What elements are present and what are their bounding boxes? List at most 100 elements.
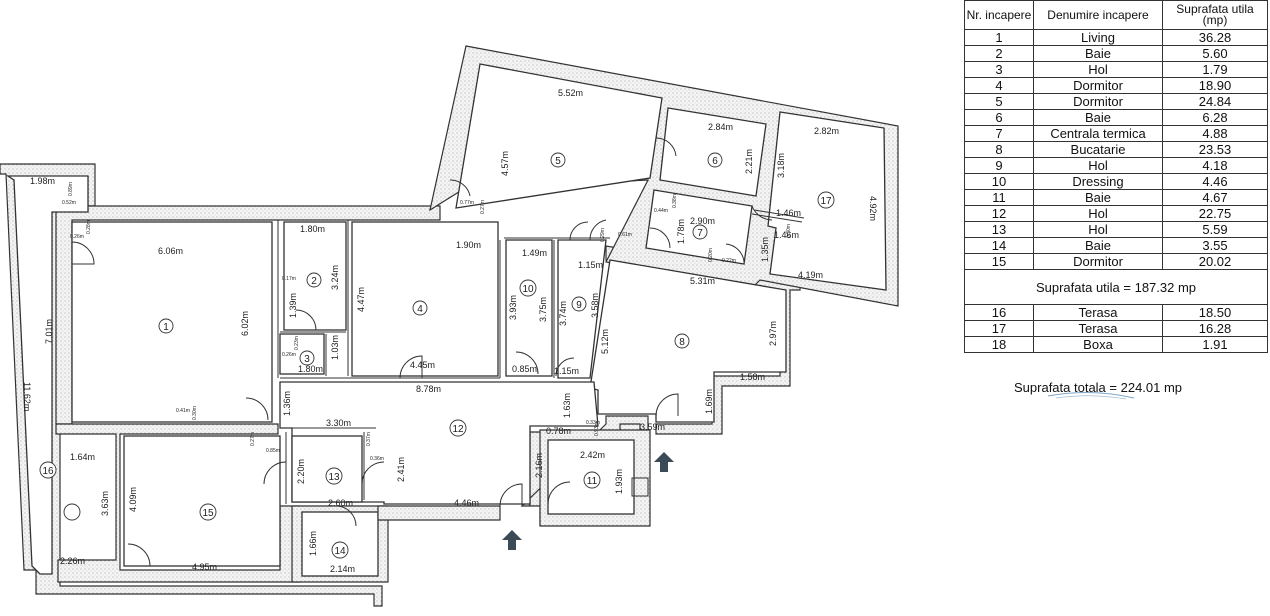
dim-label: 4.45m [410,360,435,370]
dim-label: 1.80m [300,224,325,234]
svg-text:16: 16 [42,466,54,477]
table-cell-nr: 14 [964,237,1034,254]
svg-text:4: 4 [417,304,423,315]
room-label: 10 [519,279,537,297]
table-cell-area: 4.67 [1162,189,1268,206]
dim-label: 1.15m [554,366,579,376]
dim-label: 2.14m [330,564,355,574]
room-label: 7 [692,224,708,240]
dim-label: 3.63m [100,491,110,516]
dim-label: 2.82m [814,126,839,136]
dim-label: 4.57m [500,151,510,176]
small-dim-label: 0.89m [68,182,74,196]
dim-label: 1.80m [298,364,323,374]
svg-text:9: 9 [576,300,582,311]
small-dim-label: 0.26m [282,352,296,358]
entrance-arrow-icon [654,452,674,472]
small-dim-label: 0.61m [618,232,632,238]
small-dim-label: 0.36m [370,456,384,462]
table-cell-nr: 10 [964,173,1034,190]
room-label: 15 [199,503,217,521]
small-dim-label: 0.17m [282,276,296,282]
table-cell-name: Boxa [1033,336,1163,353]
doors [71,137,773,567]
dim-label: 3.24m [330,265,340,290]
table-cell-name: Dormitor [1033,253,1163,270]
table-cell-area: 4.46 [1162,173,1268,190]
table-cell-name: Bucatarie [1033,141,1163,158]
room-label: 6 [707,152,723,168]
small-dim-label: 0.85m [266,448,280,454]
table-cell-area: 6.28 [1162,109,1268,126]
svg-text:12: 12 [452,424,464,435]
table-cell-name: Hol [1033,61,1163,78]
small-dim-label: 0.44m [654,208,668,214]
dim-label: 1.36m [282,391,292,416]
table-cell-nr: 12 [964,205,1034,222]
room-label: 9 [571,296,587,312]
table-cell-area: 4.88 [1162,125,1268,142]
dim-label: 1.90m [456,240,481,250]
room-label: 11 [583,471,601,489]
table-cell-name: Baie [1033,189,1163,206]
dim-label: 1.35m [760,237,770,262]
small-dim-label: 0.20m [708,248,714,262]
dim-label: 1.49m [522,248,547,258]
room-area-table: Nr. incapere Denumire incapere Suprafata… [964,0,1268,353]
room-label: 17 [817,191,835,209]
small-dim-label: 0.26m [70,234,84,240]
table-cell-area: 4.18 [1162,157,1268,174]
dim-label: 11.62m [22,382,32,411]
svg-text:7: 7 [697,228,703,239]
svg-text:11: 11 [587,476,598,487]
table-cell-nr: 18 [964,336,1034,353]
dim-label: 2.97m [768,321,778,346]
dim-label: 6.06m [158,246,183,256]
dimension-labels: 1.98m 6.06m 1.80m 1.90m 5.52m 2.84m 2.82… [22,88,878,574]
small-dim-label: 0.22m [722,258,736,264]
dim-label: 3.75m [538,297,548,322]
column-header-nr: Nr. incapere [964,0,1034,30]
room-labels: 1 2 3 4 5 6 7 8 9 10 11 12 13 14 15 16 1… [39,152,835,559]
dim-label: 4.46m [454,498,479,508]
small-dim-label: 0.30m [192,406,198,420]
table-cell-name: Baie [1033,45,1163,62]
dim-label: 1.63m [562,393,572,418]
small-dim-label: 0.27m [250,432,256,446]
table-cell-area: 23.53 [1162,141,1268,158]
table-cell-area: 1.91 [1162,336,1268,353]
table-cell-area: 5.60 [1162,45,1268,62]
useful-total: Suprafata utila = 187.32 mp [964,269,1268,305]
svg-text:10: 10 [522,284,534,295]
table-cell-nr: 8 [964,141,1034,158]
table-cell-name: Hol [1033,205,1163,222]
table-cell-name: Hol [1033,157,1163,174]
dim-label: 8.78m [416,384,441,394]
table-cell-area: 36.28 [1162,29,1268,46]
table-cell-nr: 13 [964,221,1034,238]
table-cell-area: 18.50 [1162,304,1268,321]
table-cell-nr: 4 [964,77,1034,94]
dim-label: 1.46m [776,208,801,218]
table-cell-nr: 11 [964,189,1034,206]
small-dim-label: 0.38m [672,194,678,208]
small-dim-label: 0.52m [62,200,76,206]
dim-label: 4.92m [868,196,878,221]
dim-label: 0.78m [546,426,571,436]
partitions [277,220,610,504]
dim-label: 5.52m [558,88,583,98]
table-cell-area: 20.02 [1162,253,1268,270]
small-dim-label: 0.23m [294,336,300,350]
small-dim-label: 0.29m [600,228,606,242]
table-cell-name: Terasa [1033,304,1163,321]
dim-label: 1.46m [774,230,799,240]
